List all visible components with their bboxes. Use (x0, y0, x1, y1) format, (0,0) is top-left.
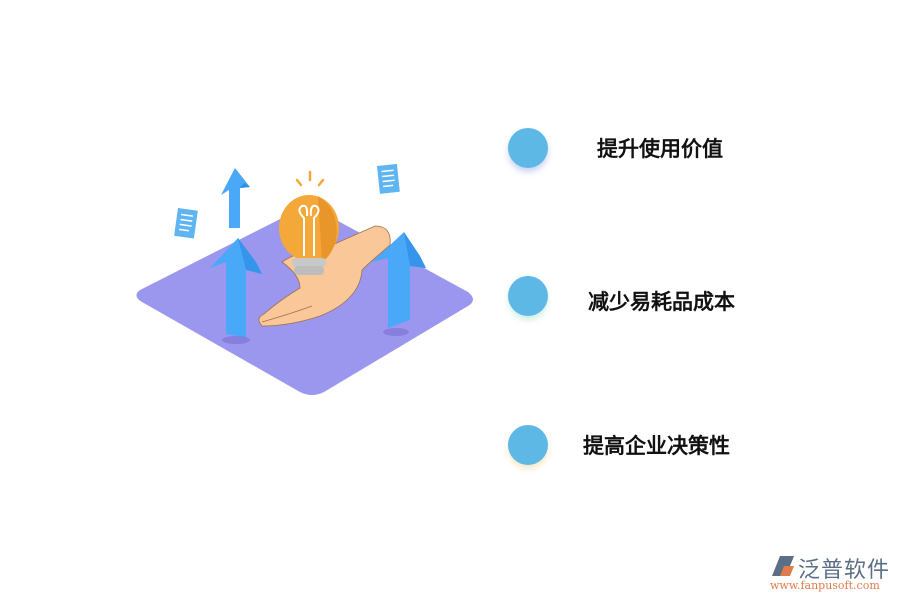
bullet-dot (508, 128, 548, 168)
list-item (508, 128, 548, 168)
bullet-dot (508, 425, 548, 465)
item-label: 减少易耗品成本 (588, 290, 735, 314)
item-label: 提升使用价值 (597, 137, 723, 161)
list-item (508, 276, 548, 316)
list-item (508, 425, 548, 465)
logo-mark-icon (772, 556, 794, 576)
paper-icon-left (174, 208, 198, 239)
lightbulb-icon (279, 170, 339, 275)
brand-url: www.fanpusoft.com (770, 579, 880, 592)
arrow-up-icon-left (210, 238, 262, 344)
arrow-up-icon-right (372, 232, 426, 336)
item-label: 提高企业决策性 (583, 434, 730, 458)
brand-name: 泛普软件 (798, 558, 891, 583)
bullet-dot (508, 276, 548, 316)
paper-icon-right (377, 163, 400, 194)
arrow-up-icon-small (221, 168, 250, 228)
hand-icon (258, 225, 391, 327)
